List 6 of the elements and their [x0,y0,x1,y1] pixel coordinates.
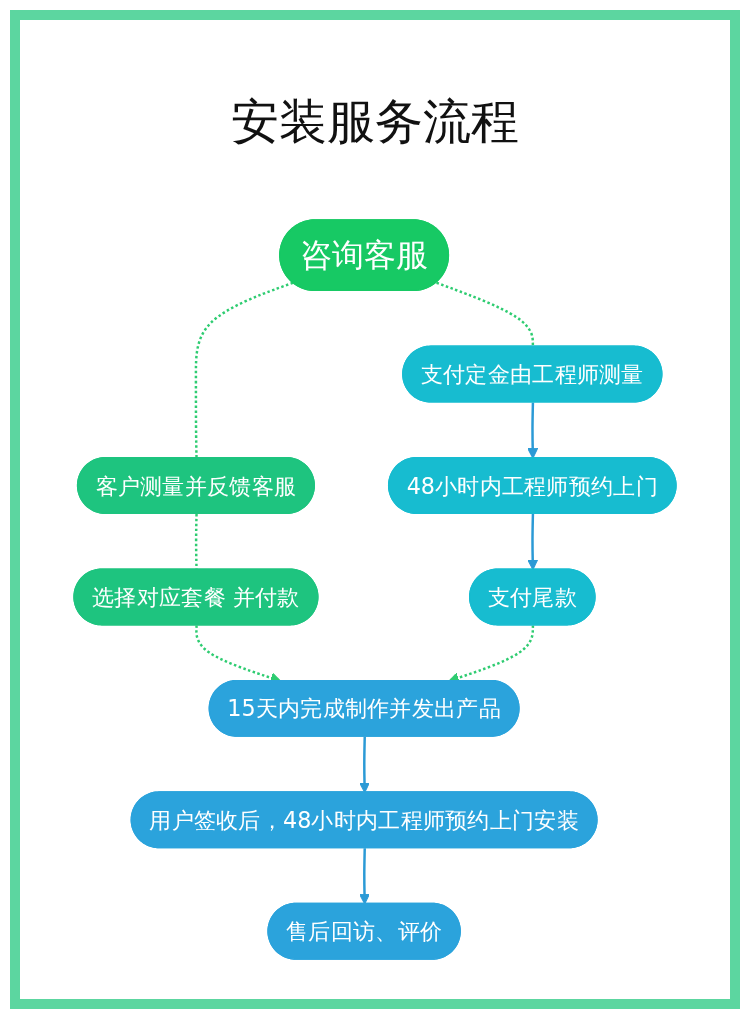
connector [194,281,294,459]
arrow [527,402,539,459]
title: 安装服务流程 [230,92,520,151]
connector [436,281,535,347]
arrow [527,513,539,571]
arrow [359,848,370,905]
